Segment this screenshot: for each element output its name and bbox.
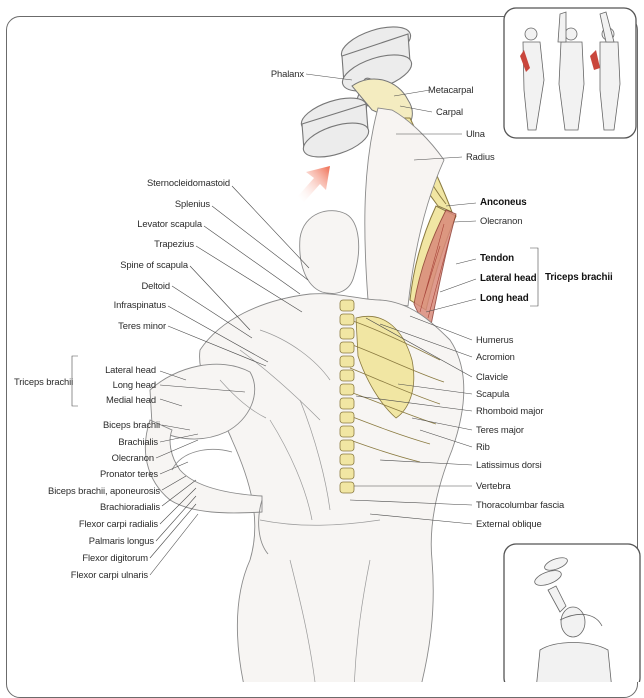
label-carpal: Carpal: [436, 106, 464, 117]
label-metacarpal: Metacarpal: [428, 84, 474, 95]
label-brachialis: Brachialis: [118, 436, 158, 447]
label-rib: Rib: [476, 441, 490, 452]
label-phalanx: Phalanx: [270, 68, 304, 79]
label-medial-head-left: Medial head: [106, 394, 156, 405]
label-flexor-digitorum: Flexor digitorum: [82, 552, 148, 563]
label-thoracolumbar-fascia: Thoracolumbar fascia: [476, 499, 565, 510]
inset-exercise-photo: [503, 543, 641, 682]
label-acromion: Acromion: [476, 351, 515, 362]
up-right-arrow-icon: [298, 166, 330, 202]
anatomy-illustration: [71, 7, 641, 682]
label-spine-of-scapula: Spine of scapula: [120, 259, 188, 270]
label-radius: Radius: [466, 151, 495, 162]
label-olecranon-right: Olecranon: [480, 215, 523, 226]
inset-muscle-figures: [503, 7, 637, 139]
anatomy-figure: Sternocleidomastoid Splenius Levator sca…: [6, 7, 641, 698]
label-humerus: Humerus: [476, 334, 514, 345]
label-flexor-carpi-ulnaris: Flexor carpi ulnaris: [70, 569, 148, 580]
label-long-head-left: Long head: [112, 379, 157, 390]
label-biceps-aponeurosis: Biceps brachii, aponeurosis: [48, 485, 160, 496]
label-splenius: Splenius: [174, 198, 210, 209]
label-pronator-teres: Pronator teres: [99, 468, 158, 479]
label-biceps-brachii: Biceps brachii: [103, 419, 160, 430]
label-teres-minor: Teres minor: [118, 320, 166, 331]
muscle-contours: [219, 329, 381, 682]
label-deltoid: Deltoid: [141, 280, 171, 291]
label-external-oblique: External oblique: [476, 518, 542, 529]
label-olecranon-left: Olecranon: [111, 452, 154, 463]
label-clavicle: Clavicle: [476, 371, 509, 382]
label-triceps-brachii-right: Triceps brachii: [545, 272, 613, 283]
label-infraspinatus: Infraspinatus: [113, 299, 166, 310]
label-scapula: Scapula: [476, 388, 510, 399]
raised-arm: [351, 78, 457, 332]
label-latissimus-dorsi: Latissimus dorsi: [476, 459, 542, 470]
label-triceps-brachii-left: Triceps brachii: [14, 376, 74, 387]
label-long-head-right: Long head: [480, 293, 529, 304]
label-anconeus: Anconeus: [480, 197, 527, 208]
label-vertebra: Vertebra: [476, 480, 511, 491]
label-ulna: Ulna: [466, 128, 485, 139]
label-sternocleidomastoid: Sternocleidomastoid: [146, 177, 230, 188]
label-levator-scapula: Levator scapula: [137, 218, 202, 229]
label-brachioradialis: Brachioradialis: [100, 501, 160, 512]
skeleton-overlay: [339, 299, 445, 494]
label-lateral-head-right: Lateral head: [480, 273, 537, 284]
label-palmaris-longus: Palmaris longus: [88, 535, 154, 546]
label-teres-major: Teres major: [476, 424, 524, 435]
label-lateral-head-left: Lateral head: [105, 364, 156, 375]
label-tendon: Tendon: [480, 253, 515, 264]
label-rhomboid-major: Rhomboid major: [476, 405, 544, 416]
leader-lines: [71, 73, 539, 576]
label-trapezius: Trapezius: [154, 238, 194, 249]
label-flexor-carpi-radialis: Flexor carpi radialis: [78, 518, 158, 529]
